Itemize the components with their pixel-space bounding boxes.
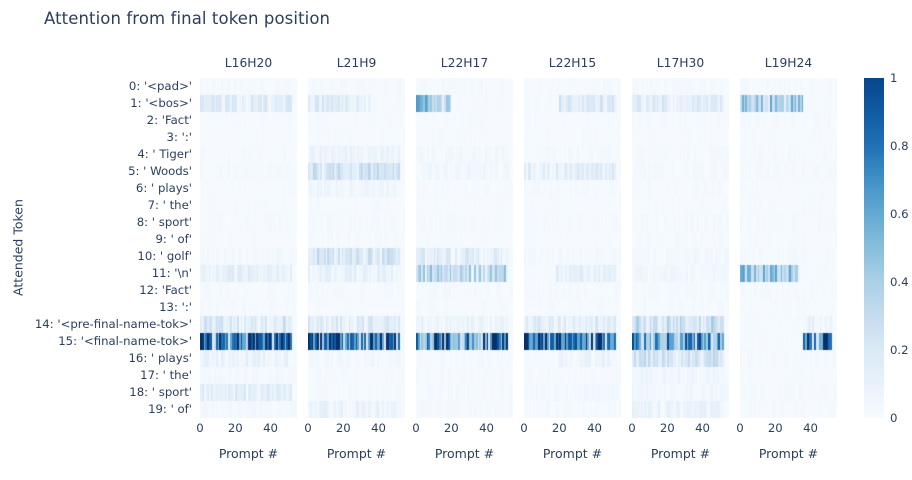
x-axis-ticks: 0 20 40	[412, 421, 513, 439]
heatmap-canvas	[524, 78, 621, 418]
x-axis-ticks: 0 20 40	[520, 421, 621, 439]
colorbar-tick-label: 0	[890, 411, 898, 425]
colorbar-tick-label: 0.4	[890, 275, 909, 289]
y-axis-tick-label: 19: ' of'	[148, 402, 192, 416]
panel-title-l22h17: L22H17	[440, 56, 489, 70]
x-axis-tick-label: 20	[227, 421, 243, 435]
heatmap-panel-l22h15[interactable]	[524, 78, 621, 418]
y-axis-tick-label: 4: ' Tiger'	[137, 147, 192, 161]
y-axis-tick-label: 18: ' sport'	[129, 385, 192, 399]
colorbar: 1 0.8 0.6 0.4 0.2 0	[864, 71, 909, 425]
y-axis-tick-label: 14: '<pre-final-name-tok>'	[34, 317, 192, 331]
y-axis-tick-label: 12: 'Fact'	[139, 283, 192, 297]
heatmap-canvas	[740, 78, 837, 418]
y-axis-tick-label: 7: ' the'	[147, 198, 192, 212]
x-axis-ticks: 0 20 40	[304, 421, 405, 439]
x-axis-tick-label: 0	[304, 421, 312, 435]
colorbar-tick-label: 0.6	[890, 207, 909, 221]
y-axis-tick-labels: 0: '<pad>' 1: '<bos>' 2: 'Fact' 3: ':' 4: ' …	[10, 78, 196, 418]
x-axis-title: Prompt #	[758, 446, 819, 461]
colorbar-gradient	[864, 78, 884, 418]
y-axis-tick-label: 6: ' plays'	[135, 181, 192, 195]
y-axis-tick-label: 2: 'Fact'	[146, 113, 192, 127]
y-axis-tick-label: 15: '<final-name-tok>'	[58, 334, 192, 348]
x-axis-tick-label: 0	[628, 421, 636, 435]
y-axis-tick-label: 5: ' Woods'	[128, 164, 192, 178]
x-axis-title: Prompt #	[542, 446, 603, 461]
colorbar-tick-label: 0.8	[890, 139, 909, 153]
x-axis-tick-label: 40	[695, 421, 710, 435]
heatmap-canvas	[416, 78, 513, 418]
heatmap-panel-l21h9[interactable]	[308, 78, 405, 418]
x-axis-tick-label: 0	[412, 421, 420, 435]
x-axis-tick-label: 20	[335, 421, 351, 435]
x-axis-tick-label: 40	[479, 421, 494, 435]
heatmap-panel-l16h20[interactable]	[200, 78, 297, 418]
x-axis-title: Prompt #	[326, 446, 387, 461]
heatmap-canvas	[308, 78, 405, 418]
x-axis-tick-label: 40	[263, 421, 278, 435]
y-axis-tick-label: 13: ':'	[159, 300, 192, 314]
y-axis-tick-label: 17: ' the'	[140, 368, 192, 382]
panel-title-l22h15: L22H15	[548, 56, 597, 70]
y-axis-tick-label: 1: '<bos>'	[130, 96, 192, 110]
x-axis-tick-label: 20	[659, 421, 675, 435]
page-title: Attention from final token position	[44, 9, 331, 28]
y-axis-tick-label: 16: ' plays'	[128, 351, 193, 365]
x-axis-tick-label: 20	[551, 421, 567, 435]
y-axis-tick-label: 0: '<pad>'	[128, 79, 192, 93]
x-axis-tick-label: 20	[443, 421, 459, 435]
y-axis-tick-label: 11: '\n'	[151, 266, 192, 280]
x-axis-tick-label: 40	[371, 421, 386, 435]
heatmap-canvas	[200, 78, 297, 418]
panel-title-l21h9: L21H9	[336, 56, 377, 70]
colorbar-tick-label: 1	[890, 71, 898, 85]
heatmap-canvas	[632, 78, 729, 418]
x-axis-title: Prompt #	[218, 446, 279, 461]
x-axis-tick-label: 0	[736, 421, 744, 435]
y-axis-tick-label: 8: ' sport'	[136, 215, 192, 229]
colorbar-tick-label: 0.2	[890, 343, 909, 357]
heatmap-panel-l22h17[interactable]	[416, 78, 513, 418]
panel-title-l17h30: L17H30	[656, 56, 705, 70]
x-axis-tick-label: 40	[803, 421, 818, 435]
y-axis-tick-label: 10: ' golf'	[137, 249, 192, 263]
heatmap-panel-l19h24[interactable]	[740, 78, 837, 418]
y-axis-tick-label: 3: ':'	[166, 130, 192, 144]
x-axis-tick-label: 0	[520, 421, 528, 435]
x-axis-tick-label: 40	[587, 421, 602, 435]
panel-title-l19h24: L19H24	[764, 56, 813, 70]
panel-title-l16h20: L16H20	[224, 56, 273, 70]
heatmap-panel-l17h30[interactable]	[632, 78, 729, 418]
x-axis-tick-label: 0	[196, 421, 204, 435]
x-axis-title: Prompt #	[434, 446, 495, 461]
x-axis-ticks: 0 20 40	[736, 421, 837, 439]
x-axis-ticks: 0 20 40	[628, 421, 729, 439]
x-axis-ticks: 0 20 40	[196, 421, 297, 439]
y-axis-tick-label: 9: ' of'	[155, 232, 193, 246]
x-axis-tick-label: 20	[767, 421, 783, 435]
x-axis-title: Prompt #	[650, 446, 711, 461]
